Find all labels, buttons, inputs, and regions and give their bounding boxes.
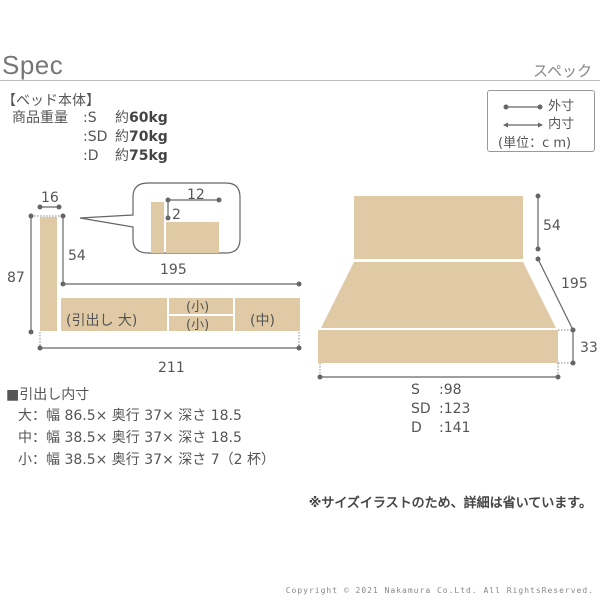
copyright: Copyright © 2021 Nakamura Co.Ltd. All Ri… bbox=[285, 586, 594, 595]
pv-frame-height: 33 bbox=[580, 340, 598, 356]
drawer-inner-row-small: 小：幅 38.5× 奥行 37× 深さ 7（2 杯） bbox=[18, 452, 275, 468]
dim-detail-width: 12 bbox=[187, 187, 205, 203]
legend-inner: 内寸 bbox=[502, 113, 574, 132]
dim-total-length: 211 bbox=[158, 360, 185, 376]
drawer-small-top: (小) bbox=[186, 300, 210, 315]
perspective-view-diagram bbox=[317, 193, 576, 380]
dim-inner-length: 195 bbox=[160, 262, 187, 278]
illustration-note: ※サイズイラストのため、詳細は省いています。 bbox=[308, 496, 592, 511]
header-divider bbox=[0, 80, 600, 81]
bed-body-heading: 【ベッド本体】 bbox=[2, 93, 100, 109]
side-view-diagram bbox=[28, 182, 302, 351]
drawer-medium: (中) bbox=[250, 313, 275, 329]
outer-dimension-icon bbox=[503, 104, 543, 109]
drawer-inner-heading: ■引出し内寸 bbox=[6, 387, 90, 403]
page-title: Spec bbox=[2, 50, 64, 80]
legend-unit: (単位：c m) bbox=[498, 136, 572, 151]
drawer-large: (引出し 大) bbox=[66, 313, 138, 329]
page-subtitle: スペック bbox=[533, 62, 592, 80]
legend-outer: 外寸 bbox=[502, 95, 574, 114]
pv-width-list: S:98 SD:123 D:141 bbox=[411, 381, 470, 438]
inner-dimension-icon bbox=[503, 122, 543, 127]
dim-headboard-width: 16 bbox=[41, 190, 59, 206]
dim-headboard-height: 54 bbox=[68, 248, 86, 264]
drawer-inner-row-large: 大：幅 86.5× 奥行 37× 深さ 18.5 bbox=[18, 408, 242, 424]
weight-label: 商品重量 bbox=[12, 110, 68, 126]
dim-total-height: 87 bbox=[7, 270, 25, 286]
pv-width-d: D:141 bbox=[411, 420, 471, 436]
pv-headboard-height: 54 bbox=[543, 218, 561, 234]
dim-detail-height: 2 bbox=[172, 207, 181, 223]
pv-length: 195 bbox=[561, 276, 588, 292]
pv-width-sd: SD:123 bbox=[411, 401, 471, 417]
drawer-small-bottom: (小) bbox=[186, 318, 210, 333]
drawer-inner-row-medium: 中：幅 38.5× 奥行 37× 深さ 18.5 bbox=[18, 430, 242, 446]
dimension-legend: 外寸 内寸 (単位：c m) bbox=[487, 90, 595, 152]
pv-width-s: S:98 bbox=[411, 382, 462, 398]
drawer-inner-list: 大：幅 86.5× 奥行 37× 深さ 18.5 中：幅 38.5× 奥行 37… bbox=[18, 405, 275, 471]
